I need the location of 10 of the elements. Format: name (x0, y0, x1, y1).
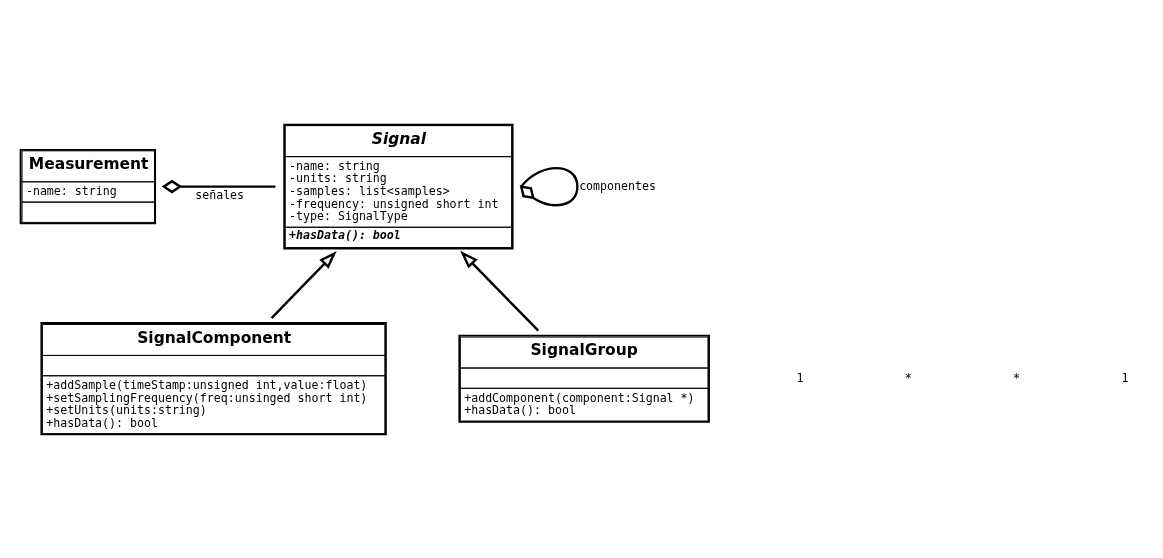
connector (161, 179, 276, 193)
label: 1 (796, 370, 804, 385)
edge-label: señales (195, 187, 245, 202)
edge-label: componentes (579, 178, 656, 193)
label: * (904, 370, 912, 385)
label: * (1013, 370, 1021, 385)
arrow (270, 250, 337, 319)
arrow (460, 250, 540, 332)
label: 1 (1121, 370, 1129, 385)
connector (519, 166, 579, 206)
